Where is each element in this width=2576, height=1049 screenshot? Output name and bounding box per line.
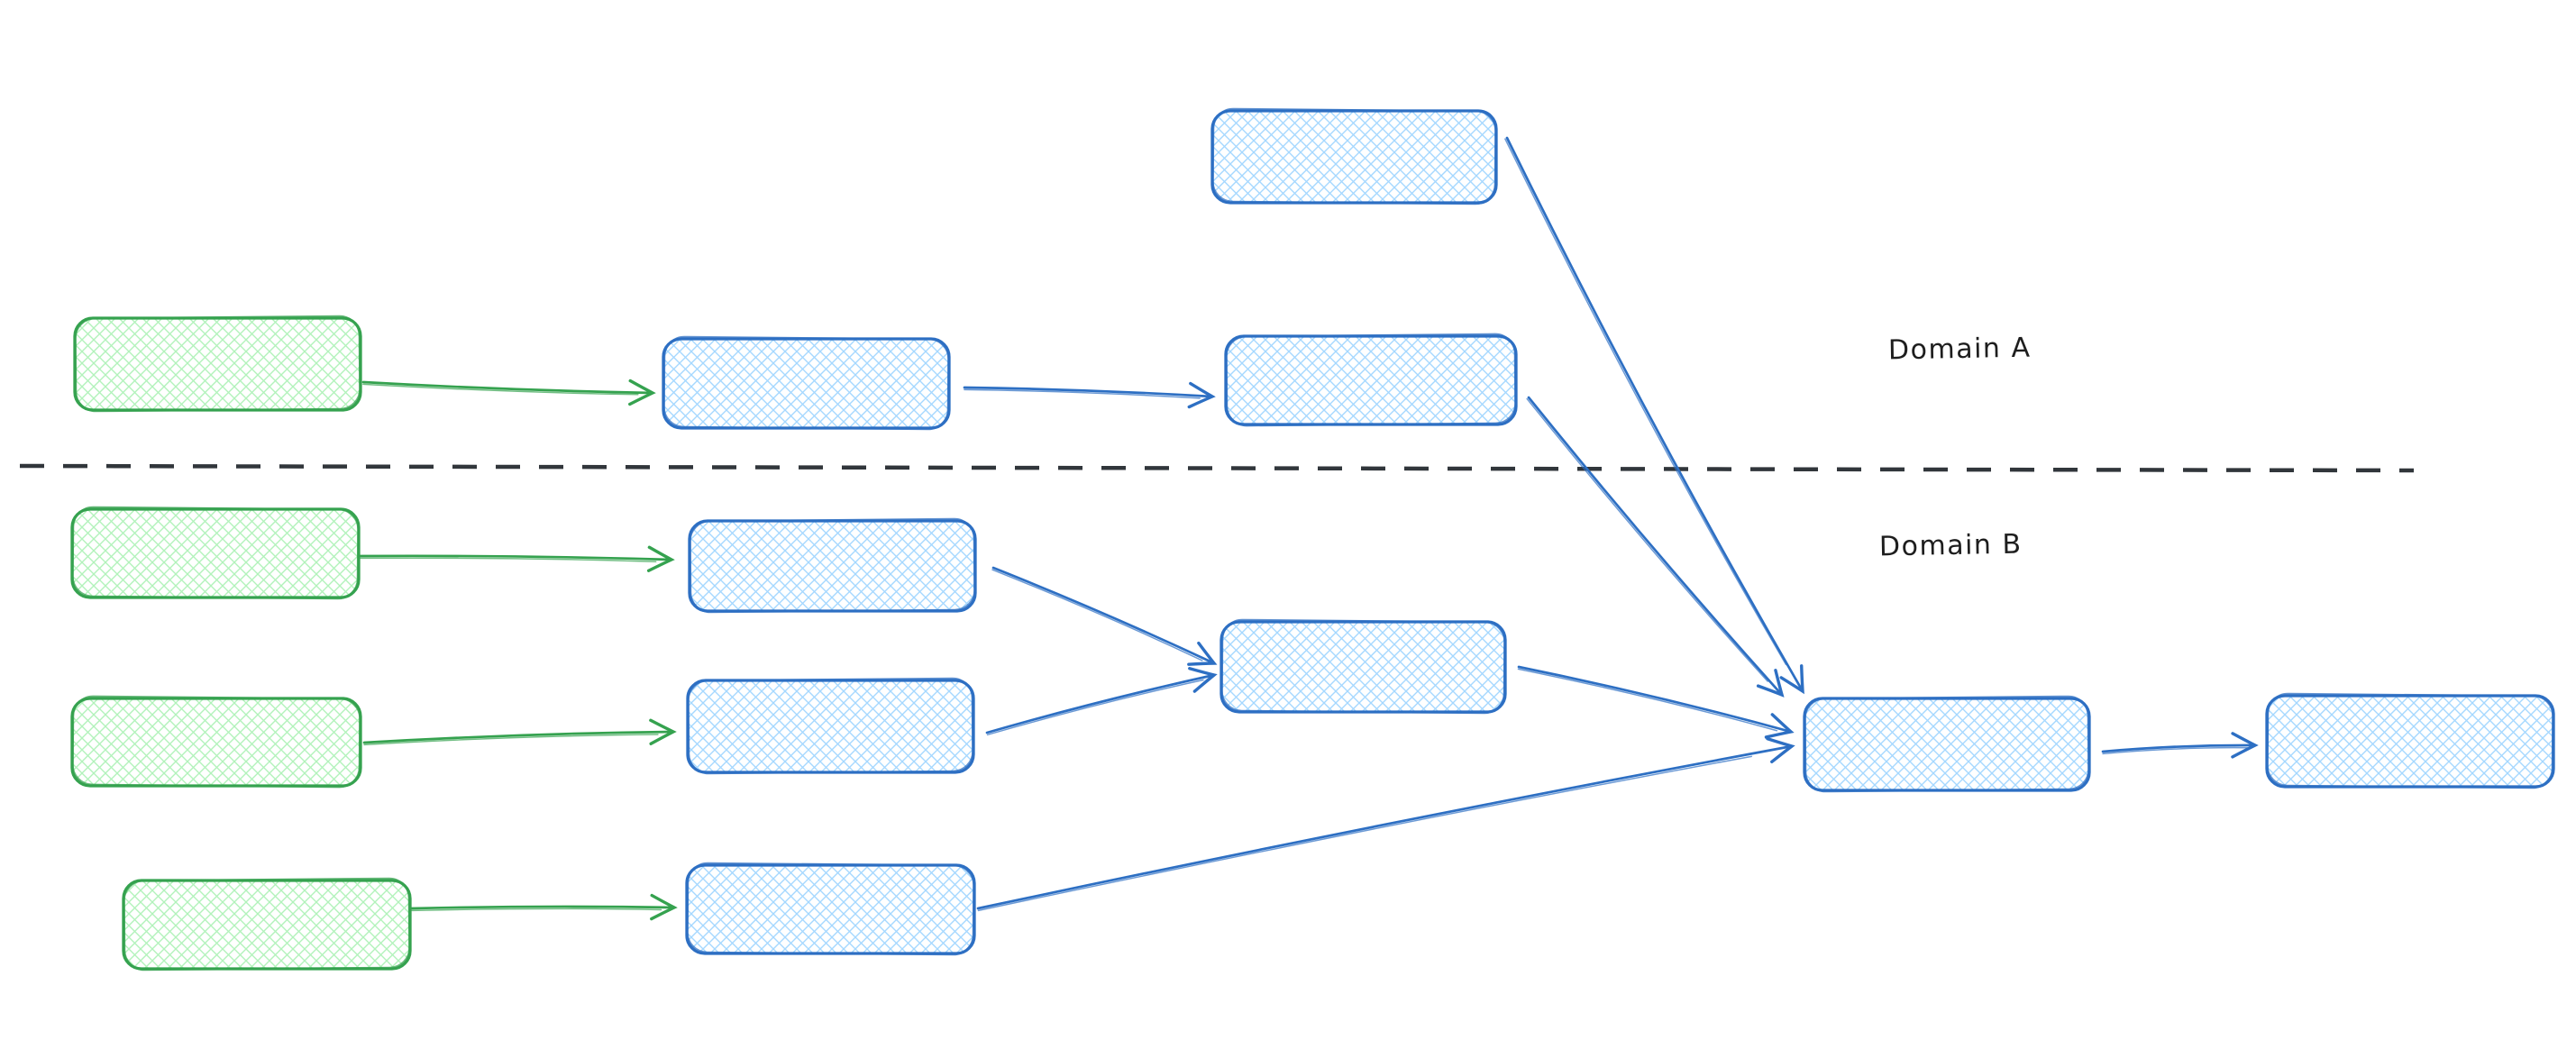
edge-source-b-3-to-stage-b-3[interactable] (410, 893, 678, 921)
node-source-b-1[interactable] (70, 506, 361, 600)
node-source-b-2[interactable] (70, 695, 362, 789)
node-output-final[interactable] (2265, 692, 2555, 789)
node-stage-b-1[interactable] (688, 517, 977, 614)
node-source-b-3[interactable] (122, 877, 412, 971)
edge-stage-b-1-to-merge-b[interactable] (991, 566, 1218, 666)
edge-stage-b-3-to-merge-all[interactable] (976, 737, 1795, 912)
node-box-top-a[interactable] (1210, 107, 1498, 205)
edge-box-top-a-to-merge-all[interactable] (1504, 136, 1804, 695)
edge-stage-a-1-to-stage-a-2[interactable] (963, 381, 1216, 409)
node-merge-all[interactable] (1803, 695, 2091, 793)
node-merge-b[interactable] (1219, 618, 1507, 715)
node-stage-a-2[interactable] (1224, 333, 1518, 427)
domain-b-label[interactable]: Domain B (1878, 528, 2023, 563)
node-source-a[interactable] (73, 315, 362, 413)
edge-stage-a-2-to-merge-all[interactable] (1526, 396, 1785, 698)
node-stage-a-1[interactable] (662, 335, 951, 431)
edge-merge-all-to-output[interactable] (2101, 732, 2259, 759)
edge-stage-b-2-to-merge-b[interactable] (985, 667, 1218, 736)
domain-divider-dashed-line[interactable] (19, 463, 2415, 473)
domain-a-label[interactable]: Domain A (1887, 332, 2032, 367)
edge-merge-b-to-merge-all[interactable] (1517, 665, 1795, 739)
edge-source-b-2-to-stage-b-2[interactable] (362, 718, 677, 746)
node-stage-b-3[interactable] (685, 862, 976, 956)
node-stage-b-2[interactable] (686, 677, 975, 775)
edge-source-a-to-stage-a-1[interactable] (361, 379, 656, 406)
edge-source-b-1-to-stage-b-1[interactable] (359, 545, 675, 572)
